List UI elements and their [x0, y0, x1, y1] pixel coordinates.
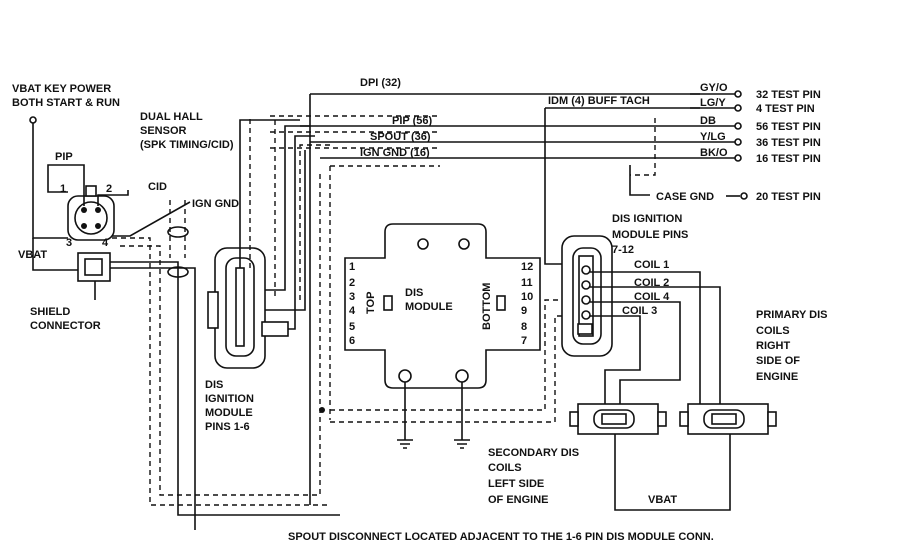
dis-right-label-1: DIS IGNITION: [612, 213, 682, 225]
sensor-pin-3: 3: [66, 237, 72, 249]
dis-right-label-3: 7-12: [612, 244, 634, 256]
case-gnd-label: CASE GND: [656, 191, 714, 203]
module-pin-11: 11: [521, 277, 533, 289]
tp20-label: 20 TEST PIN: [756, 191, 821, 203]
module-pin-2: 2: [349, 277, 355, 289]
igngnd16-label: IGN GND (16): [360, 147, 430, 159]
coil4-label: COIL 4: [634, 291, 670, 303]
secondary-label-4: OF ENGINE: [488, 494, 549, 506]
primary-label-4: SIDE OF: [756, 355, 800, 367]
shield-label-2: CONNECTOR: [30, 320, 101, 332]
top-label: TOP: [365, 292, 377, 314]
tp36-label: 36 TEST PIN: [756, 137, 821, 149]
pip56-label: PIP (56): [392, 115, 432, 127]
vbat-key-power-label-1: VBAT KEY POWER: [12, 83, 111, 95]
tp4-label: 4 TEST PIN: [756, 103, 815, 115]
dis-module: [344, 223, 541, 389]
secondary-coil-pack: [569, 403, 667, 435]
dual-hall-label-3: (SPK TIMING/CID): [140, 139, 234, 151]
vbat-bottom-label: VBAT: [648, 494, 677, 506]
dis-module-connector-7-12: [561, 235, 613, 357]
dis-left-label-4: PINS 1-6: [205, 421, 250, 433]
spout36-label: SPOUT (36): [370, 131, 431, 143]
sensor-pin-4: 4: [102, 237, 109, 249]
module-pin-8: 8: [521, 321, 527, 333]
secondary-label-1: SECONDARY DIS: [488, 447, 579, 459]
module-pin-4: 4: [349, 305, 356, 317]
idm-label: IDM (4) BUFF TACH: [548, 95, 650, 107]
secondary-label-3: LEFT SIDE: [488, 478, 544, 490]
bottom-label: BOTTOM: [481, 283, 493, 330]
primary-label-2: COILS: [756, 325, 790, 337]
sensor-pin-2: 2: [106, 183, 112, 195]
primary-label-5: ENGINE: [756, 371, 798, 383]
dis-left-label-2: IGNITION: [205, 393, 254, 405]
tp32-label: 32 TEST PIN: [756, 89, 821, 101]
primary-coil-pack: [679, 403, 777, 435]
dual-hall-label-2: SENSOR: [140, 125, 187, 137]
dis-module-label-1: DIS: [405, 287, 423, 299]
tp56-label: 56 TEST PIN: [756, 121, 821, 133]
dis-module-label-2: MODULE: [405, 301, 453, 313]
dis-left-label-3: MODULE: [205, 407, 253, 419]
tp16-label: 16 TEST PIN: [756, 153, 821, 165]
dis-left-label-1: DIS: [205, 379, 223, 391]
dpi-label: DPI (32): [360, 77, 401, 89]
lgy-label: LG/Y: [700, 97, 726, 109]
shield-label-1: SHIELD: [30, 306, 70, 318]
ign-gnd-label: IGN GND: [192, 198, 239, 210]
dis-right-label-2: MODULE PINS: [612, 229, 688, 241]
primary-label-3: RIGHT: [756, 340, 791, 352]
module-pin-1: 1: [349, 261, 355, 273]
pip-label: PIP: [55, 151, 73, 163]
coil3-label: COIL 3: [622, 305, 657, 317]
secondary-label-2: COILS: [488, 462, 522, 474]
sensor-pin-1: 1: [60, 183, 66, 195]
module-pin-12: 12: [521, 261, 533, 273]
vbat-left-label: VBAT: [18, 249, 47, 261]
module-pin-10: 10: [521, 291, 533, 303]
footer-note: SPOUT DISCONNECT LOCATED ADJACENT TO THE…: [288, 531, 714, 543]
module-pin-6: 6: [349, 335, 355, 347]
gyo-label: GY/O: [700, 82, 728, 94]
vbat-key-terminal: [29, 116, 37, 124]
cid-label: CID: [148, 181, 167, 193]
ylg-label: Y/LG: [700, 131, 726, 143]
module-pin-3: 3: [349, 291, 355, 303]
coil1-label: COIL 1: [634, 259, 669, 271]
vbat-key-power-label-2: BOTH START & RUN: [12, 97, 120, 109]
module-pin-9: 9: [521, 305, 527, 317]
db-label: DB: [700, 115, 716, 127]
module-pin-7: 7: [521, 335, 527, 347]
primary-label-1: PRIMARY DIS: [756, 309, 828, 321]
bko-label: BK/O: [700, 147, 728, 159]
dual-hall-label-1: DUAL HALL: [140, 111, 203, 123]
coil2-label: COIL 2: [634, 277, 669, 289]
dis-module-connector-1-6: [207, 247, 289, 369]
module-pin-5: 5: [349, 321, 355, 333]
dual-hall-sensor: [67, 185, 115, 241]
